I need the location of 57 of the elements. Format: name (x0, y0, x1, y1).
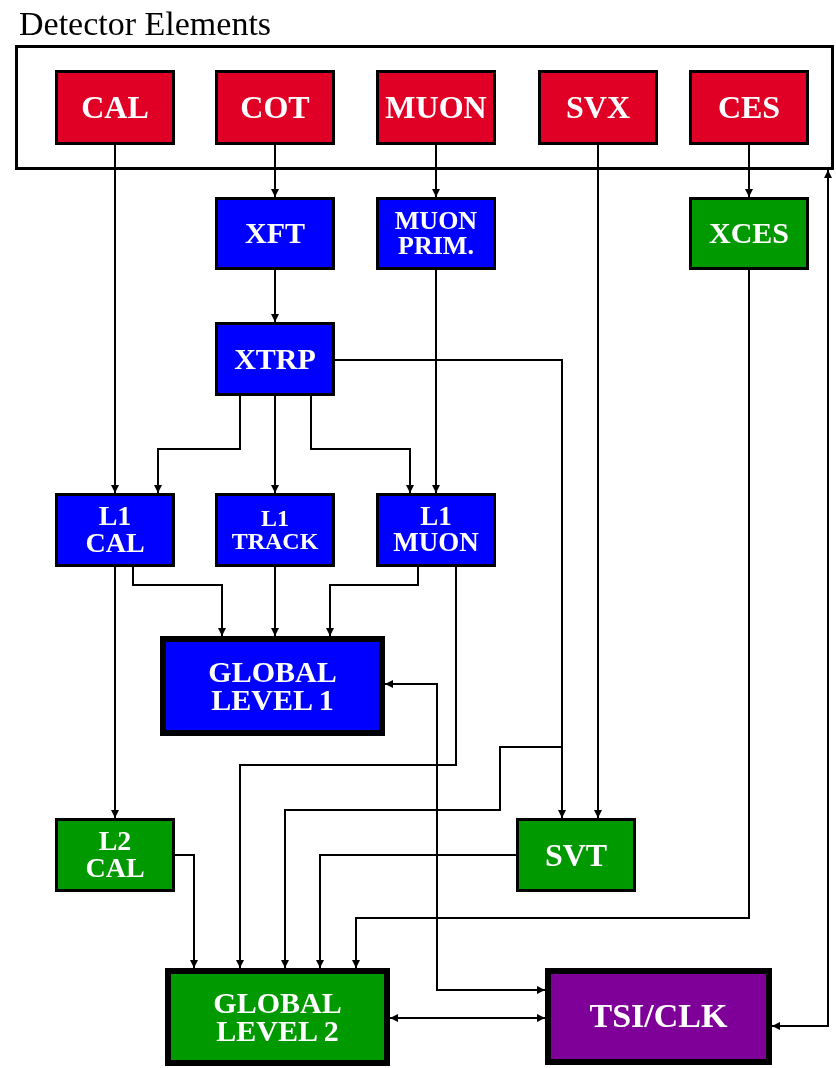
arrow (271, 144, 279, 198)
process-box (215, 493, 335, 567)
arrow (326, 566, 419, 637)
box-label: MUON (385, 92, 487, 123)
box-label: CES (717, 92, 781, 123)
process-box (689, 197, 809, 270)
box-label: XTRP (234, 344, 316, 374)
box-label: XCES (709, 219, 789, 248)
arrow (271, 269, 279, 323)
box-label: MUON PRIM. (393, 208, 479, 259)
box-label: GLOBAL LEVEL 1 (207, 657, 338, 715)
arrow (271, 566, 279, 637)
process-box (538, 70, 658, 145)
process-box (215, 70, 335, 145)
group-heading: Detector Elements (19, 5, 272, 43)
arrow (174, 854, 198, 969)
arrow (745, 144, 753, 198)
arrow (271, 395, 279, 494)
process-box (165, 968, 390, 1066)
arrow (132, 566, 226, 637)
box-label: L2 CAL (84, 828, 146, 882)
arrow (111, 566, 119, 819)
arrow (281, 359, 563, 969)
arrow (771, 169, 832, 1030)
process-box (376, 70, 496, 145)
process-box (516, 818, 636, 892)
arrow (389, 1014, 546, 1022)
process-box (55, 70, 175, 145)
box-label: COT (240, 92, 310, 123)
arrow (111, 144, 119, 494)
process-box (215, 197, 335, 270)
box-label: L1 CAL (84, 503, 146, 557)
process-box (376, 197, 496, 270)
arrow (154, 395, 241, 494)
arrow (352, 269, 750, 969)
process-box (215, 322, 335, 396)
process-box (55, 818, 175, 892)
arrow (432, 144, 440, 198)
box-label: SVT (544, 839, 608, 871)
box-label: GLOBAL LEVEL 2 (212, 988, 343, 1046)
box-label: L1 TRACK (230, 507, 320, 553)
arrow (384, 680, 546, 994)
arrow (310, 395, 414, 494)
process-box (55, 493, 175, 567)
process-box (376, 493, 496, 567)
process-box (545, 968, 772, 1065)
box-label: L1 MUON (392, 504, 480, 556)
arrow (316, 854, 517, 969)
box-label: SVX (566, 92, 630, 123)
arrow (432, 269, 440, 494)
box-label: TSI/CLK (589, 1000, 728, 1033)
process-box (160, 636, 385, 736)
box-label: XFT (245, 219, 305, 248)
process-box (689, 70, 809, 145)
box-label: CAL (81, 92, 149, 123)
arrow (594, 144, 602, 819)
arrow (236, 566, 457, 969)
